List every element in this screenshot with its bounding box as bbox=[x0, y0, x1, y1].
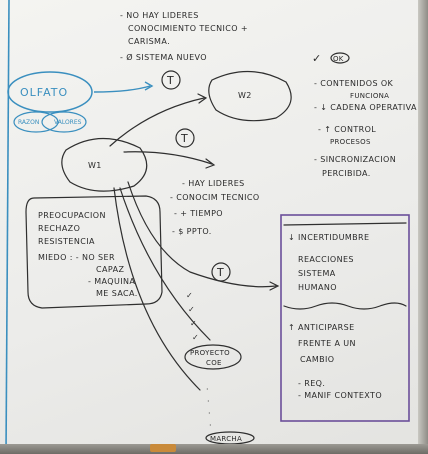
top-note-3: CARISMA. bbox=[128, 37, 170, 46]
top-note-2: CONOCIMIENTO TECNICO + bbox=[128, 24, 248, 33]
blue-margin-line bbox=[5, 0, 10, 454]
left-box-line-4: MIEDO : - NO SER bbox=[38, 253, 115, 262]
w1-to-box-arrow bbox=[127, 181, 277, 288]
proyecto-ellipse bbox=[184, 344, 242, 370]
right-ok: OK bbox=[333, 55, 344, 63]
w1-to-notes-arrow bbox=[123, 151, 213, 165]
top-note-1: - NO HAY LIDERES bbox=[120, 11, 199, 20]
right-note-3: - ↓ CADENA OPERATIVA bbox=[314, 103, 417, 112]
w1-to-box-arrow-head bbox=[269, 281, 280, 291]
right-note-7: PERCIBIDA. bbox=[322, 169, 371, 178]
middle-note-2: - CONOCIM TECNICO bbox=[170, 193, 260, 202]
right-box-line-7: CAMBIO bbox=[300, 355, 335, 364]
olfato-arrow-head bbox=[144, 81, 154, 91]
razon-label: RAZON bbox=[18, 119, 39, 126]
middle-note-1: - HAY LIDERES bbox=[182, 179, 245, 188]
right-note-6: - SINCRONIZACION bbox=[314, 155, 396, 164]
right-note-1: - CONTENIDOS OK bbox=[314, 79, 394, 88]
right-box-line-1: ↓ INCERTIDUMBRE bbox=[288, 233, 369, 242]
board-frame-right bbox=[418, 0, 428, 454]
right-box-inner-top bbox=[283, 222, 407, 226]
valores-ellipse bbox=[41, 111, 87, 133]
right-check: ✓ bbox=[312, 52, 322, 65]
right-box-line-8: - REQ. bbox=[298, 379, 325, 388]
w1-label: W1 bbox=[88, 161, 102, 170]
left-box-line-5: CAPAZ bbox=[96, 265, 124, 274]
right-box-divider bbox=[283, 302, 407, 310]
w1-to-notes-arrow-head bbox=[205, 158, 216, 169]
t-label-top: T bbox=[166, 74, 174, 87]
right-box-line-3: SISTEMA bbox=[298, 269, 336, 278]
dot-4: · bbox=[209, 421, 212, 430]
left-box-line-3: RESISTENCIA bbox=[38, 237, 95, 246]
top-note-4: - Ø SISTEMA NUEVO bbox=[120, 52, 207, 62]
dot-3: · bbox=[208, 409, 211, 418]
w1-to-w2-arrow-head bbox=[197, 93, 208, 104]
w1-circle bbox=[61, 137, 148, 192]
check-mark-4: ✓ bbox=[192, 333, 199, 342]
right-box-outline bbox=[280, 214, 410, 422]
dot-1: · bbox=[206, 385, 209, 394]
olfato-ellipse bbox=[7, 71, 93, 113]
marker-pen bbox=[150, 444, 176, 452]
olfato-arrow bbox=[93, 85, 151, 93]
marcha-label: MARCHA bbox=[210, 435, 242, 443]
w2-circle bbox=[208, 70, 292, 122]
valores-label: VALORES bbox=[54, 119, 82, 126]
w2-label: W2 bbox=[238, 91, 252, 100]
dot-2: · bbox=[207, 397, 210, 406]
w1-to-proyecto-arrow bbox=[119, 187, 211, 341]
right-note-5: PROCESOS bbox=[330, 138, 371, 146]
check-mark-1: ✓ bbox=[186, 291, 193, 300]
ok-ellipse bbox=[330, 52, 350, 64]
right-box-line-4: HUMANO bbox=[298, 283, 337, 292]
right-box-line-5: ↑ ANTICIPARSE bbox=[288, 323, 355, 332]
proyecto-label-1: PROYECTO bbox=[190, 349, 230, 357]
left-box-line-7: ME SACA. bbox=[96, 289, 138, 298]
t-label-middle: T bbox=[180, 132, 188, 145]
middle-note-4: - $ PPTO. bbox=[172, 227, 212, 236]
right-note-4: - ↑ CONTROL bbox=[318, 125, 376, 134]
check-mark-3: ✓ bbox=[190, 319, 197, 328]
left-box-line-2: RECHAZO bbox=[38, 224, 80, 233]
left-box-line-6: - MAQUINA bbox=[88, 277, 135, 286]
left-box-line-1: PREOCUPACION bbox=[38, 211, 106, 220]
t-circle-top bbox=[161, 70, 181, 90]
right-box-line-6: FRENTE A UN bbox=[298, 339, 356, 348]
proyecto-label-2: COE bbox=[206, 359, 222, 367]
left-box-outline bbox=[25, 195, 163, 309]
middle-note-3: - + TIEMPO bbox=[174, 209, 223, 218]
right-box-line-2: REACCIONES bbox=[298, 255, 354, 264]
marker-tray bbox=[0, 444, 428, 454]
razon-ellipse bbox=[13, 111, 59, 133]
t-circle-middle bbox=[175, 128, 195, 148]
right-box-line-9: - MANIF CONTEXTO bbox=[298, 391, 382, 400]
olfato-label: OLFATO bbox=[20, 86, 68, 99]
check-mark-2: ✓ bbox=[188, 305, 195, 314]
w1-to-w2-arrow bbox=[109, 97, 205, 147]
t-label-bottom: T bbox=[216, 266, 224, 279]
right-note-2: FUNCIONA bbox=[350, 92, 389, 100]
